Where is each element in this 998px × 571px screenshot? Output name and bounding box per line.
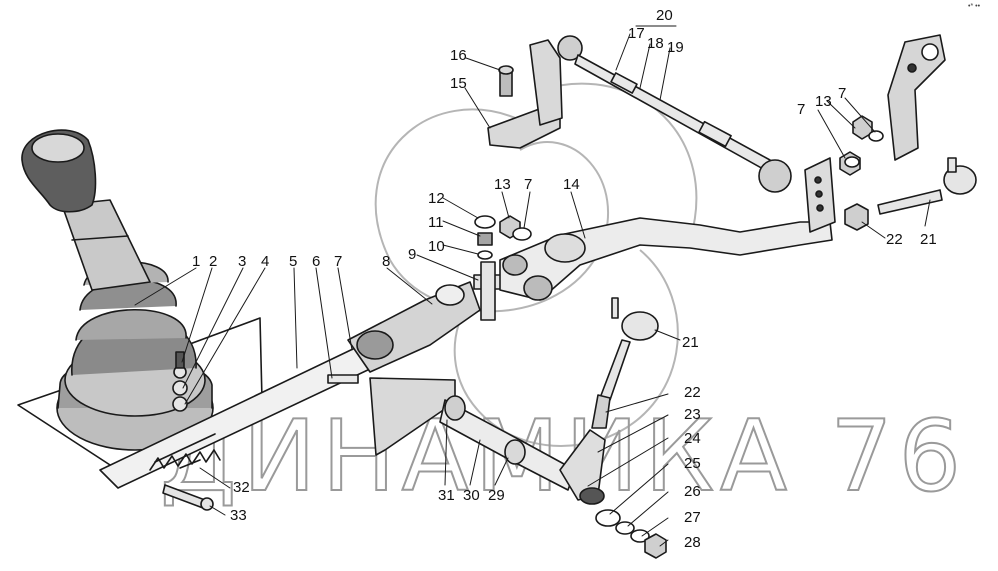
vertical-link-rod	[591, 297, 659, 429]
callout-14: 14	[563, 176, 580, 193]
callout-8: 8	[382, 253, 390, 270]
boot-fasteners	[172, 351, 188, 412]
callout-19: 19	[667, 39, 684, 56]
callout-29: 29	[488, 487, 505, 504]
nut	[844, 203, 869, 231]
tie-rod-end-right	[877, 157, 977, 215]
callout-32: 32	[233, 479, 250, 496]
callout-16: 16	[450, 47, 467, 64]
upper-tie-rod	[557, 35, 792, 193]
bolt	[162, 484, 214, 511]
callout-6: 6	[312, 253, 320, 270]
nut	[644, 533, 667, 559]
callout-11: 11	[428, 214, 444, 231]
callout-23: 23	[684, 406, 701, 423]
upper-bracket	[487, 39, 563, 149]
callout-13a: 13	[494, 176, 511, 193]
pin	[327, 374, 359, 384]
callout-24: 24	[684, 430, 701, 447]
washer	[595, 509, 621, 527]
callout-10: 10	[428, 238, 445, 255]
callout-20: 20	[656, 7, 673, 24]
callout-28: 28	[684, 534, 701, 551]
callout-13b: 13	[815, 93, 832, 110]
callout-21a: 21	[682, 334, 699, 351]
callout-7b: 7	[524, 176, 532, 193]
callout-5: 5	[289, 253, 297, 270]
callout-9: 9	[408, 246, 416, 263]
callout-33: 33	[230, 507, 247, 524]
corner-mark: •* ••	[968, 3, 981, 10]
gear-lever-boot	[56, 261, 214, 451]
callout-27: 27	[684, 509, 701, 526]
callout-1: 1	[192, 253, 200, 270]
gear-lever-shaft	[61, 199, 151, 291]
callout-22a: 22	[684, 384, 701, 401]
callout-17: 17	[628, 25, 645, 42]
callout-12: 12	[428, 190, 445, 207]
callout-labels: 1 2 3 4 5 6 7 8 9 10 11 12 13 13 13 14 1…	[192, 7, 937, 551]
small-washers	[474, 215, 496, 260]
callout-18: 18	[647, 35, 664, 52]
callout-21b: 21	[920, 231, 937, 248]
callout-7: 7	[334, 253, 342, 270]
callout-3: 3	[238, 253, 246, 270]
spring	[149, 449, 221, 471]
watermark-text: ДИНАМИКА 76	[160, 400, 967, 514]
callout-2: 2	[209, 253, 217, 270]
cotter-pin	[179, 459, 201, 469]
callout-30: 30	[463, 487, 480, 504]
washer	[630, 529, 650, 543]
top-right-bracket	[887, 34, 946, 161]
callout-25: 25	[684, 455, 701, 472]
callout-26: 26	[684, 483, 701, 500]
leader-lines	[134, 25, 931, 547]
lower-bracket-plate	[369, 377, 456, 456]
callout-7c: 7	[797, 101, 805, 118]
callout-4: 4	[261, 253, 269, 270]
lever-nut	[499, 215, 532, 241]
main-lever	[499, 217, 833, 301]
callout-15: 15	[450, 75, 467, 92]
callout-7d: 7	[838, 85, 846, 102]
callout-31: 31	[438, 487, 455, 504]
callout-22b: 22	[886, 231, 903, 248]
cross-joint	[473, 261, 503, 321]
